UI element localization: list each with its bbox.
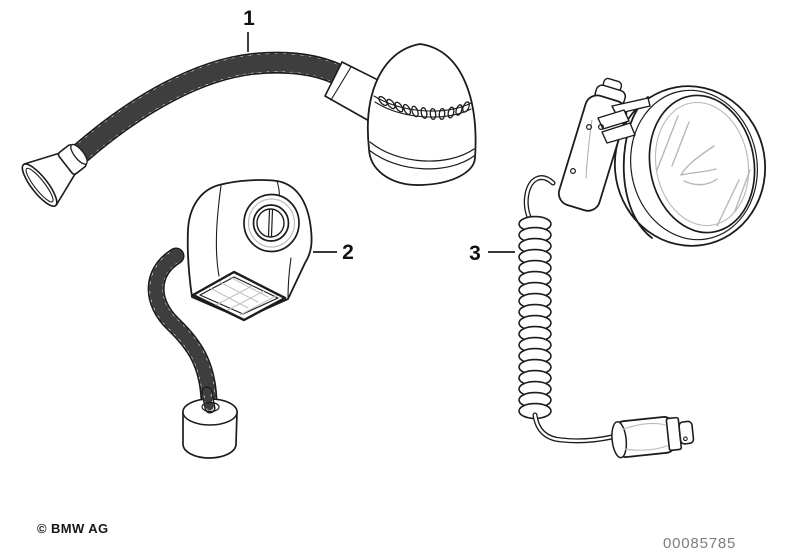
copyright-text: © BMW AG [37,521,109,536]
flexible-gooseneck-reading-lamp-icon [21,43,477,207]
callout-label-1: 1 [243,7,255,30]
callout-label-3: 3 [469,242,481,265]
callout-leader-lines [247,32,515,253]
callout-label-2: 2 [342,241,354,264]
socket-plug-in-lamp-icon [147,179,313,459]
document-number: 00085785 [663,535,737,552]
coiled-cable [518,215,552,420]
hand-spotlight-coiled-cable-icon [518,77,767,459]
